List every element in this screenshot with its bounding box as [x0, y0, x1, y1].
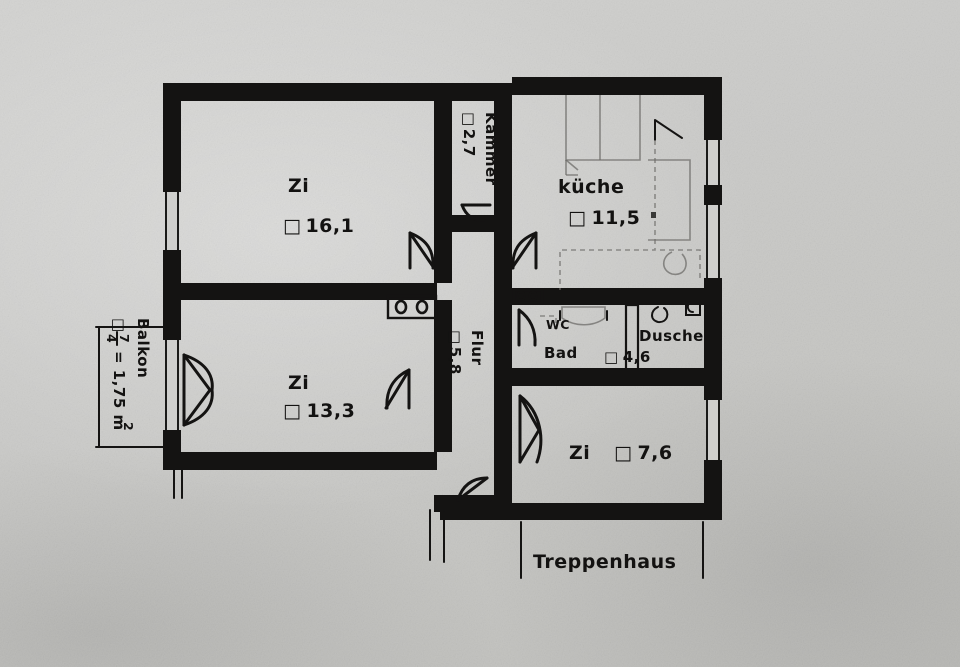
balkon-area-equation: = 1,75 m: [110, 351, 128, 431]
balcony-outline: [95, 326, 169, 448]
room-area-zi-7: □7,6: [614, 442, 673, 464]
room-label-bad: Bad: [544, 344, 578, 362]
square-symbol-kueche: □: [568, 207, 586, 229]
area-value-bad: 4,6: [623, 348, 651, 366]
area-value-kammer: 2,7: [460, 129, 478, 157]
room-label-flur: Flur: [468, 330, 486, 366]
balkon-area-exponent: 2: [121, 422, 136, 431]
room-area-bad: □4,6: [604, 348, 651, 366]
walls-group: [163, 77, 722, 520]
square-symbol-kammer: □: [460, 112, 478, 127]
room-label-kueche: küche: [558, 176, 624, 198]
room-label-kammer: Kammer: [482, 112, 500, 186]
balkon-fraction-denominator: 4: [104, 334, 119, 343]
area-value-zi-7: 7,6: [637, 442, 672, 464]
square-symbol-zi-7: □: [614, 442, 632, 464]
balkon-fraction-numerator: 7: [117, 334, 132, 343]
room-label-zi-7: Zi: [569, 442, 590, 464]
area-value-kueche: 11,5: [591, 207, 640, 229]
room-area-zi-13: □13,3: [283, 400, 355, 422]
area-value-zi-16: 16,1: [305, 215, 354, 237]
square-symbol-balkon: □: [110, 318, 128, 333]
room-label-balkon: Balkon: [134, 318, 152, 378]
room-area-balkon: □: [110, 318, 128, 333]
room-label-zi-13: Zi: [288, 372, 309, 394]
area-value-flur: 5,8: [446, 347, 464, 375]
square-symbol-flur: □: [446, 330, 464, 345]
room-area-kueche: □11,5: [568, 207, 640, 229]
room-label-zi-16: Zi: [288, 175, 309, 197]
doors-group: [182, 119, 683, 502]
room-label-wc: WC: [546, 317, 570, 332]
room-area-flur: □ 5,8: [446, 330, 464, 375]
room-area-zi-16: □16,1: [283, 215, 354, 237]
room-label-dusche: Dusche: [639, 327, 704, 345]
square-symbol-zi-13: □: [283, 400, 301, 422]
area-label-treppenhaus: Treppenhaus: [533, 551, 676, 573]
fixtures-group: [386, 95, 701, 330]
labels-group: Zi □16,1 Kammer □2,7 küche □11,5 Zi □13,…: [104, 112, 704, 573]
square-symbol-bad: □: [604, 348, 619, 366]
square-symbol-zi-16: □: [283, 215, 301, 237]
area-value-zi-13: 13,3: [306, 400, 355, 422]
treppenhaus-outline: [429, 509, 704, 579]
room-area-kammer: □ 2,7: [460, 112, 478, 157]
